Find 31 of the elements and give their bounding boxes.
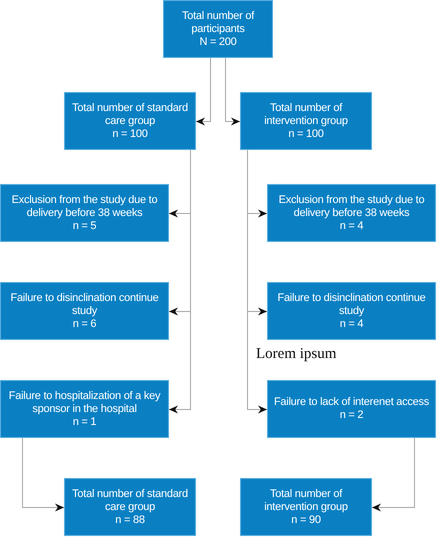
process-box — [267, 380, 436, 438]
process-box — [267, 184, 436, 242]
process-box — [163, 0, 273, 58]
arrow — [168, 150, 191, 414]
box-label: Total number of participants — [180, 10, 256, 36]
count-label: n = 90 — [291, 514, 321, 526]
arrow — [225, 58, 240, 126]
box-label: Failure to lack of interenet access — [274, 396, 430, 409]
process-box — [64, 92, 196, 150]
arrow — [372, 438, 415, 512]
count-label: n = 4 — [340, 220, 364, 232]
process-box — [0, 380, 169, 438]
note-text: Lorem ipsum — [256, 346, 336, 363]
process-box — [267, 282, 436, 340]
count-label: n = 5 — [72, 220, 96, 232]
count-label: n = 100 — [288, 128, 324, 140]
count-label: n = 6 — [72, 318, 96, 330]
count-label: n = 1 — [72, 416, 96, 428]
count-label: n = 2 — [340, 409, 364, 422]
process-box — [64, 478, 196, 536]
process-box — [240, 92, 372, 150]
process-box — [240, 478, 372, 536]
count-label: n = 88 — [115, 514, 145, 526]
count-label: n = 100 — [112, 128, 148, 140]
arrow — [196, 58, 211, 126]
count-label: N = 200 — [199, 36, 237, 48]
process-box — [0, 282, 169, 340]
process-box — [0, 184, 169, 242]
count-label: n = 4 — [340, 318, 364, 330]
arrow — [22, 438, 64, 512]
arrow — [247, 150, 268, 414]
